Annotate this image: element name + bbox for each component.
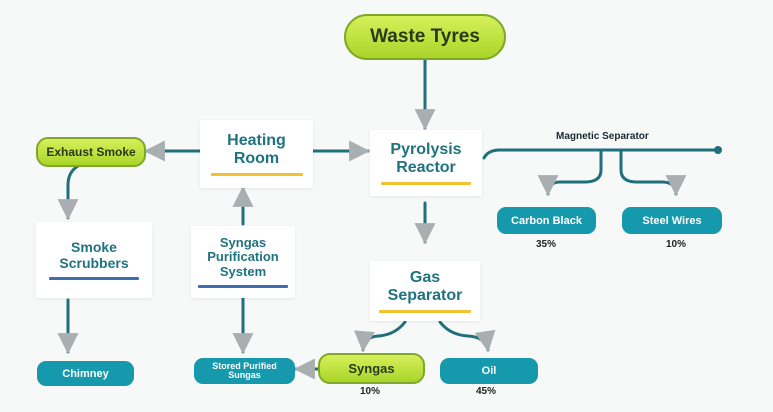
connector-reactor-to-magnetic-separator	[482, 148, 720, 160]
syngas-percentage: 10%	[359, 386, 380, 397]
smoke-scrubbers-node: Smoke Scrubbers	[36, 222, 152, 298]
syngas-label: Syngas	[348, 361, 395, 376]
exhaust-smoke-label: Exhaust Smoke	[46, 145, 136, 159]
heating-room-label: Heating Room	[227, 131, 286, 167]
pyrolysis-reactor-label: Pyrolysis Reactor	[390, 140, 462, 176]
chimney-label: Chimney	[62, 367, 109, 380]
steel-wires-percentage: 10%	[665, 239, 686, 250]
smoke-scrubbers-underline	[49, 277, 139, 281]
stored-purified-syngas-label: Stored Purified Sungas	[212, 360, 277, 380]
steel-wires-node: Steel Wires	[622, 207, 722, 234]
connector-magnetic-to-carbon-black	[537, 148, 603, 197]
pyrolysis-reactor-node: Pyrolysis Reactor	[370, 130, 482, 196]
steel-wires-label: Steel Wires	[642, 214, 702, 227]
oil-label: Oil	[481, 365, 497, 377]
syngas-node: Syngas	[318, 353, 425, 384]
waste-tyres-node: Waste Tyres	[344, 14, 506, 60]
syngas-purification-node: Syngas Purification System	[191, 226, 295, 298]
magnetic-separator-endpoint	[714, 146, 722, 154]
heating-room-underline	[210, 173, 303, 177]
oil-node: Oil	[440, 358, 538, 384]
carbon-black-node: Carbon Black	[497, 207, 596, 234]
connector-gas-to-syngas	[353, 320, 407, 353]
stored-purified-syngas-node: Stored Purified Sungas	[194, 358, 295, 384]
waste-tyres-label: Waste Tyres	[370, 26, 480, 47]
oil-percentage: 45%	[475, 386, 496, 397]
connector-magnetic-to-steel-wires	[619, 148, 687, 197]
syngas-purification-label: Syngas Purification System	[207, 234, 279, 279]
connector-exhaust-to-scrubbers	[57, 164, 80, 221]
syngas-purification-underline	[198, 285, 288, 289]
heating-room-node: Heating Room	[200, 120, 313, 188]
connector-gas-to-oil	[438, 320, 496, 353]
exhaust-smoke-node: Exhaust Smoke	[36, 137, 146, 167]
gas-separator-label: Gas Separator	[387, 268, 463, 304]
gas-separator-node: Gas Separator	[370, 261, 480, 321]
carbon-black-percentage: 35%	[535, 239, 556, 250]
gas-separator-underline	[379, 310, 471, 314]
magnetic-separator-label: Magnetic Separator	[556, 131, 649, 142]
carbon-black-label: Carbon Black	[511, 214, 582, 227]
smoke-scrubbers-label: Smoke Scrubbers	[59, 238, 129, 271]
chimney-node: Chimney	[37, 361, 134, 386]
pyrolysis-reactor-underline	[381, 182, 471, 186]
